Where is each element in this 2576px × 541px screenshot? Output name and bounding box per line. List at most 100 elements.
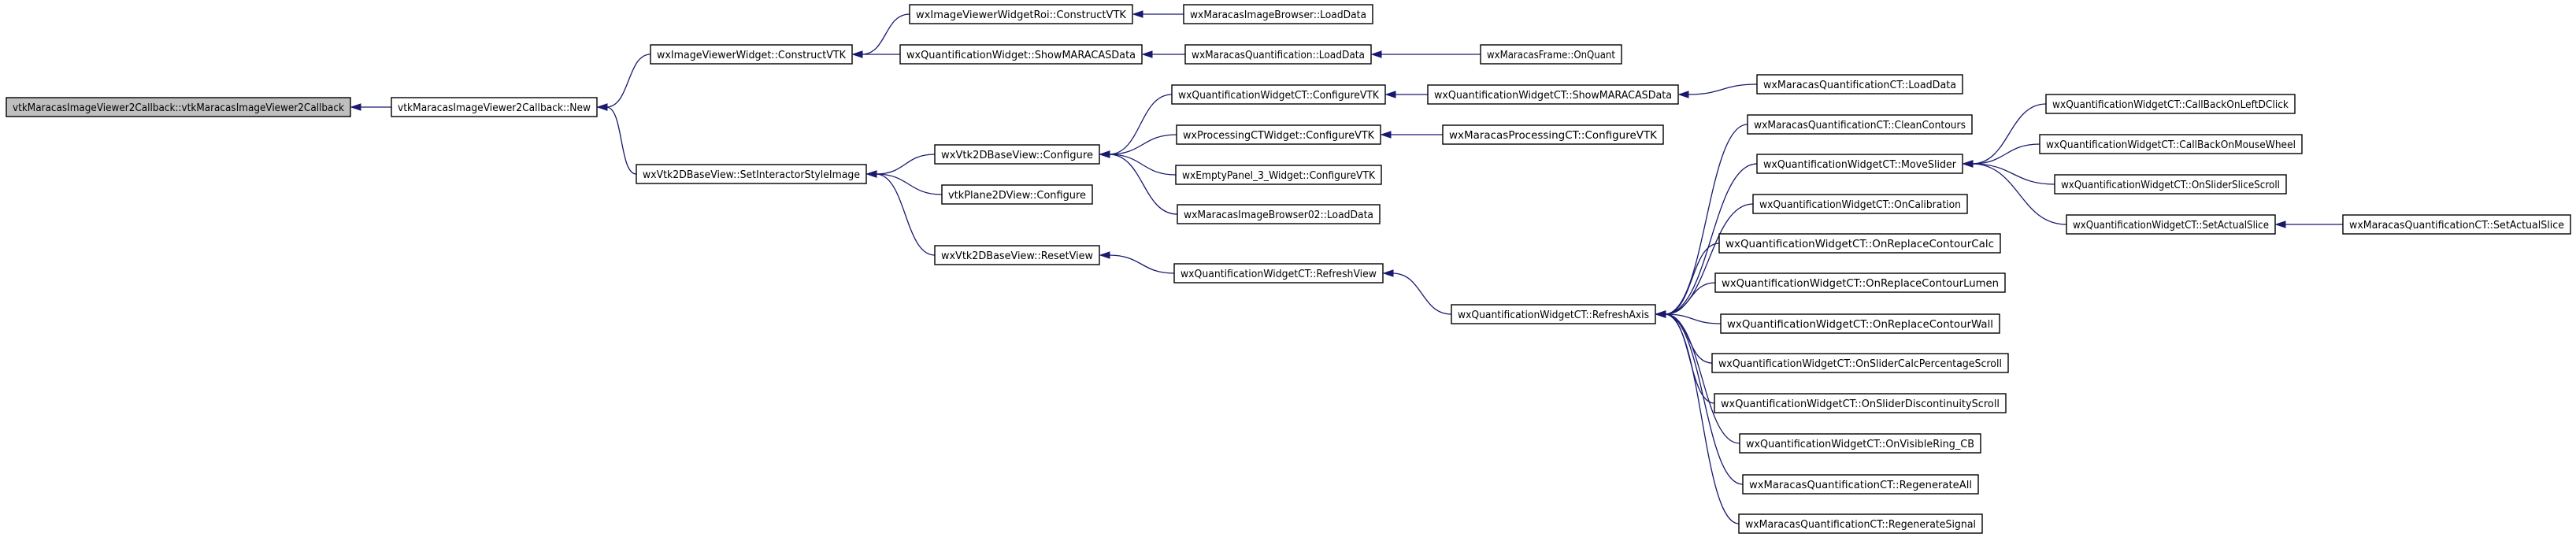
node-qwct-refreshaxis[interactable]: wxQuantificationWidgetCT::RefreshAxis bbox=[1451, 304, 1656, 324]
node-mqct-regensignal[interactable]: wxMaracasQuantificationCT::RegenerateSig… bbox=[1738, 513, 1983, 534]
edge-qwct_show-to-qwct_configure bbox=[1384, 91, 1428, 98]
edge-arrowhead bbox=[1370, 50, 1382, 58]
node-box bbox=[1183, 4, 1373, 24]
edge-arrowhead bbox=[2274, 220, 2286, 228]
edge-line bbox=[1664, 163, 1758, 315]
node-vtk2d-configure[interactable]: wxVtk2DBaseView::Configure bbox=[934, 144, 1100, 165]
node-empty-configure[interactable]: wxEmptyPanel_3_Widget::ConfigureVTK bbox=[1175, 165, 1382, 185]
node-qwct-refreshview[interactable]: wxQuantificationWidgetCT::RefreshView bbox=[1173, 263, 1384, 283]
node-box bbox=[934, 144, 1100, 165]
node-qwct-onsliderslice[interactable]: wxQuantificationWidgetCT::OnSliderSliceS… bbox=[2054, 174, 2287, 195]
edge-arrowhead bbox=[1382, 269, 1394, 277]
node-label: wxQuantificationWidgetCT::ShowMARACASDat… bbox=[1434, 90, 1672, 102]
node-box bbox=[1742, 474, 1979, 495]
node-qwct-onreplacecalc[interactable]: wxQuantificationWidgetCT::OnReplaceConto… bbox=[1718, 233, 2001, 254]
edge-arrowhead bbox=[1099, 150, 1110, 158]
node-label: wxVtk2DBaseView::Configure bbox=[941, 150, 1093, 161]
edge-mqct_setactualslice-to-qwct_setactualslice bbox=[2274, 220, 2343, 228]
node-mpct-configure[interactable]: wxMaracasProcessingCT::ConfigureVTK bbox=[1442, 124, 1664, 145]
node-vtk2d-setinteractor[interactable]: wxVtk2DBaseView::SetInteractorStyleImage bbox=[636, 164, 867, 184]
node-mqct-setactualslice[interactable]: wxMaracasQuantificationCT::SetActualSlic… bbox=[2342, 214, 2571, 235]
node-label: wxQuantificationWidgetCT::CallBackOnLeft… bbox=[2052, 99, 2289, 111]
node-label: wxVtk2DBaseView::ResetView bbox=[941, 250, 1093, 262]
node-box bbox=[1442, 124, 1664, 145]
node-label: wxQuantificationWidget::ShowMARACASData bbox=[906, 50, 1136, 61]
node-qw-show[interactable]: wxQuantificationWidget::ShowMARACASData bbox=[899, 44, 1143, 65]
edge-line bbox=[875, 173, 943, 195]
edge-qwct_refreshview-to-vtk2d_reset bbox=[1099, 251, 1175, 274]
edge-new-to-root bbox=[350, 103, 391, 111]
nodes: vtkMaracasImageViewer2Callback::vtkMarac… bbox=[6, 4, 2571, 534]
node-pct-configure[interactable]: wxProcessingCTWidget::ConfigureVTK bbox=[1176, 124, 1381, 145]
node-qwct-mousewheel[interactable]: wxQuantificationWidgetCT::CallBackOnMous… bbox=[2039, 134, 2303, 154]
edge-line bbox=[1392, 272, 1452, 315]
node-box bbox=[2342, 214, 2571, 235]
node-box bbox=[1739, 433, 1981, 454]
node-label: wxImageViewerWidgetRoi::ConstructVTK bbox=[916, 9, 1126, 21]
edge-arrowhead bbox=[1132, 10, 1143, 18]
edge-mib_loaddata-to-ivwroi_construct bbox=[1132, 10, 1184, 18]
node-label: wxMaracasQuantificationCT::CleanContours bbox=[1754, 120, 1966, 132]
node-new[interactable]: vtkMaracasImageViewer2Callback::New bbox=[391, 97, 598, 117]
node-qwct-onreplacelumen[interactable]: wxQuantificationWidgetCT::OnReplaceConto… bbox=[1714, 272, 2006, 293]
node-root[interactable]: vtkMaracasImageViewer2Callback::vtkMarac… bbox=[6, 97, 351, 117]
node-qwct-oncalibration[interactable]: wxQuantificationWidgetCT::OnCalibration bbox=[1752, 194, 1968, 214]
edge-line bbox=[1108, 254, 1175, 274]
node-mib-loaddata[interactable]: wxMaracasImageBrowser::LoadData bbox=[1183, 4, 1373, 24]
edge-line bbox=[1664, 203, 1754, 315]
node-label: wxQuantificationWidgetCT::OnSliderSliceS… bbox=[2061, 180, 2280, 191]
node-qwct-moveslider[interactable]: wxQuantificationWidgetCT::MoveSlider bbox=[1756, 154, 1963, 174]
edge-ivw_construct-to-new bbox=[596, 54, 651, 111]
node-plane2d-configure[interactable]: vtkPlane2DView::Configure bbox=[941, 184, 1093, 205]
node-box bbox=[1173, 263, 1384, 283]
edge-line bbox=[1971, 103, 2047, 165]
edge-qw_show-to-ivw_construct bbox=[851, 50, 900, 58]
node-qwct-setactualslice[interactable]: wxQuantificationWidgetCT::SetActualSlice bbox=[2066, 214, 2276, 235]
node-vtk2d-reset[interactable]: wxVtk2DBaseView::ResetView bbox=[934, 245, 1100, 265]
node-mqct-loaddata[interactable]: wxMaracasQuantificationCT::LoadData bbox=[1756, 74, 1963, 94]
node-label: wxMaracasFrame::OnQuant bbox=[1487, 50, 1615, 61]
node-qwct-leftdclick[interactable]: wxQuantificationWidgetCT::CallBackOnLeft… bbox=[2045, 94, 2296, 114]
node-mqct-regenall[interactable]: wxMaracasQuantificationCT::RegenerateAll bbox=[1742, 474, 1979, 495]
node-label: vtkMaracasImageViewer2Callback::vtkMarac… bbox=[13, 102, 344, 114]
edge-mib02_loaddata-to-vtk2d_configure bbox=[1099, 150, 1178, 215]
edge-vtk2d_reset-to-vtk2d_setinteractor bbox=[865, 170, 936, 256]
node-label: wxMaracasQuantification::LoadData bbox=[1192, 50, 1365, 61]
edge-line bbox=[1664, 124, 1748, 315]
node-qwct-show[interactable]: wxQuantificationWidgetCT::ShowMARACASDat… bbox=[1427, 84, 1679, 105]
edge-arrowhead bbox=[1962, 160, 1974, 168]
node-box bbox=[391, 97, 598, 117]
edge-line bbox=[1664, 313, 1740, 524]
node-qwct-onreplacewall[interactable]: wxQuantificationWidgetCT::OnReplaceConto… bbox=[1720, 313, 2000, 334]
edge-line bbox=[1687, 83, 1758, 95]
node-label: wxQuantificationWidgetCT::OnCalibration bbox=[1759, 199, 1961, 211]
node-qwct-onvisible[interactable]: wxQuantificationWidgetCT::OnVisibleRing_… bbox=[1739, 433, 1981, 454]
edge-qwct_oncalibration-to-qwct_refreshaxis bbox=[1655, 203, 1754, 318]
node-box bbox=[1711, 353, 2009, 373]
edge-line bbox=[1664, 243, 1720, 315]
node-label: wxQuantificationWidgetCT::MoveSlider bbox=[1763, 159, 1957, 171]
node-ivw-construct[interactable]: wxImageViewerWidget::ConstructVTK bbox=[650, 44, 853, 65]
node-qwct-configure[interactable]: wxQuantificationWidgetCT::ConfigureVTK bbox=[1171, 84, 1386, 105]
node-box bbox=[1738, 513, 1983, 534]
node-label: wxQuantificationWidgetCT::OnVisibleRing_… bbox=[1746, 439, 1974, 450]
edge-qwct_leftdclick-to-qwct_moveslider bbox=[1962, 103, 2047, 168]
node-box bbox=[1752, 194, 1968, 214]
edge-arrowhead bbox=[1677, 91, 1689, 98]
edge-arrowhead bbox=[1384, 91, 1396, 98]
node-box bbox=[1175, 165, 1382, 185]
node-box bbox=[1184, 44, 1372, 65]
node-mq-loaddata[interactable]: wxMaracasQuantification::LoadData bbox=[1184, 44, 1372, 65]
node-mf-onquant[interactable]: wxMaracasFrame::OnQuant bbox=[1480, 44, 1622, 65]
node-mib02-loaddata[interactable]: wxMaracasImageBrowser02::LoadData bbox=[1177, 204, 1381, 224]
node-ivwroi-construct[interactable]: wxImageViewerWidgetRoi::ConstructVTK bbox=[909, 4, 1133, 24]
edge-mq_loaddata-to-qw_show bbox=[1141, 50, 1185, 58]
edge-mpct_configure-to-pct_configure bbox=[1380, 131, 1444, 139]
node-mqct-clean[interactable]: wxMaracasQuantificationCT::CleanContours bbox=[1747, 114, 1973, 135]
node-label: wxProcessingCTWidget::ConfigureVTK bbox=[1183, 130, 1374, 142]
node-qwct-onslidercalc[interactable]: wxQuantificationWidgetCT::OnSliderCalcPe… bbox=[1711, 353, 2009, 373]
node-box bbox=[2054, 174, 2287, 195]
edge-vtk2d_setinteractor-to-new bbox=[596, 103, 637, 175]
node-label: wxQuantificationWidgetCT::OnReplaceConto… bbox=[1722, 278, 1999, 290]
node-qwct-onsliderdisc[interactable]: wxQuantificationWidgetCT::OnSliderDiscon… bbox=[1714, 393, 2007, 413]
